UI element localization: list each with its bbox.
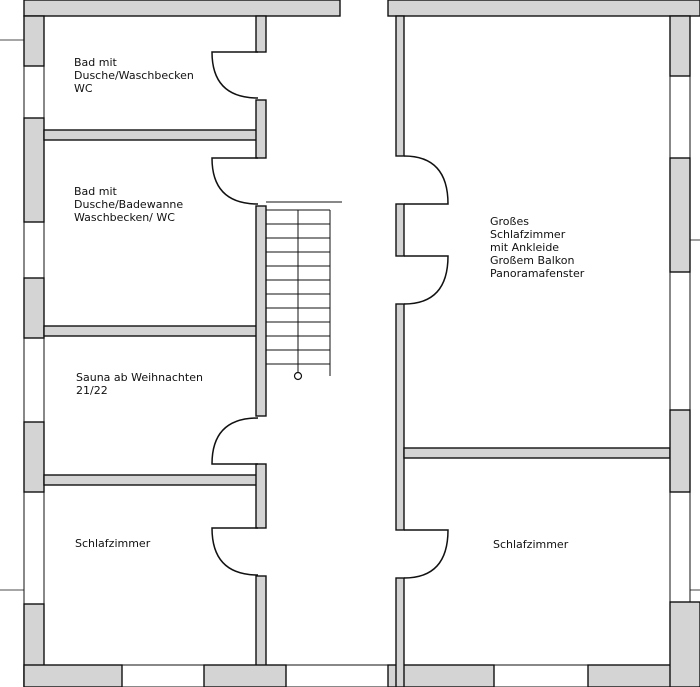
wall-segment (203, 664, 287, 687)
wall-segment (395, 577, 405, 687)
wall-segment (395, 203, 405, 257)
wall-segment (395, 303, 405, 531)
wall-segment (23, 15, 45, 67)
room-label-bad-wc: Bad mit Dusche/Waschbecken WC (74, 56, 194, 95)
wall-segment (23, 0, 341, 17)
wall-segment (255, 575, 267, 687)
wall-segment (669, 15, 691, 77)
room-label-bad-wanne: Bad mit Dusche/Badewanne Waschbecken/ WC (74, 185, 184, 224)
door-swing (403, 529, 449, 579)
wall-segment (403, 447, 671, 459)
wall-segment (255, 205, 267, 417)
stair-start-marker (293, 371, 303, 381)
wall-segment (23, 117, 45, 223)
wall-segment (387, 0, 700, 17)
door-swing (211, 527, 259, 576)
wall-segment (255, 99, 267, 159)
wall-segment (395, 15, 405, 157)
room-label-schlafzimmer-left: Schlafzimmer (75, 537, 151, 550)
room-label-schlafzimmer-right: Schlafzimmer (493, 538, 569, 551)
wall-segment (387, 664, 495, 687)
wall-segment (43, 129, 261, 141)
door-swing (403, 255, 449, 305)
door-swing (211, 417, 259, 465)
wall-segment (23, 664, 123, 687)
wall-segment (669, 157, 691, 273)
room-label-sauna: Sauna ab Weihnachten 21/22 (76, 371, 203, 397)
wall-segment (669, 601, 700, 687)
wall-segment (43, 474, 261, 486)
wall-segment (23, 421, 45, 493)
wall-segment (43, 325, 261, 337)
wall-segment (255, 463, 267, 529)
door-swing (211, 51, 259, 99)
wall-segment (23, 277, 45, 339)
staircase (266, 209, 331, 381)
doors (211, 51, 449, 579)
door-swing (403, 155, 449, 205)
wall-segment (669, 409, 691, 493)
door-swing (211, 157, 259, 205)
room-label-master-bedroom: Großes Schlafzimmer mit Ankleide Großem … (490, 215, 585, 280)
wall-segment (255, 15, 267, 53)
